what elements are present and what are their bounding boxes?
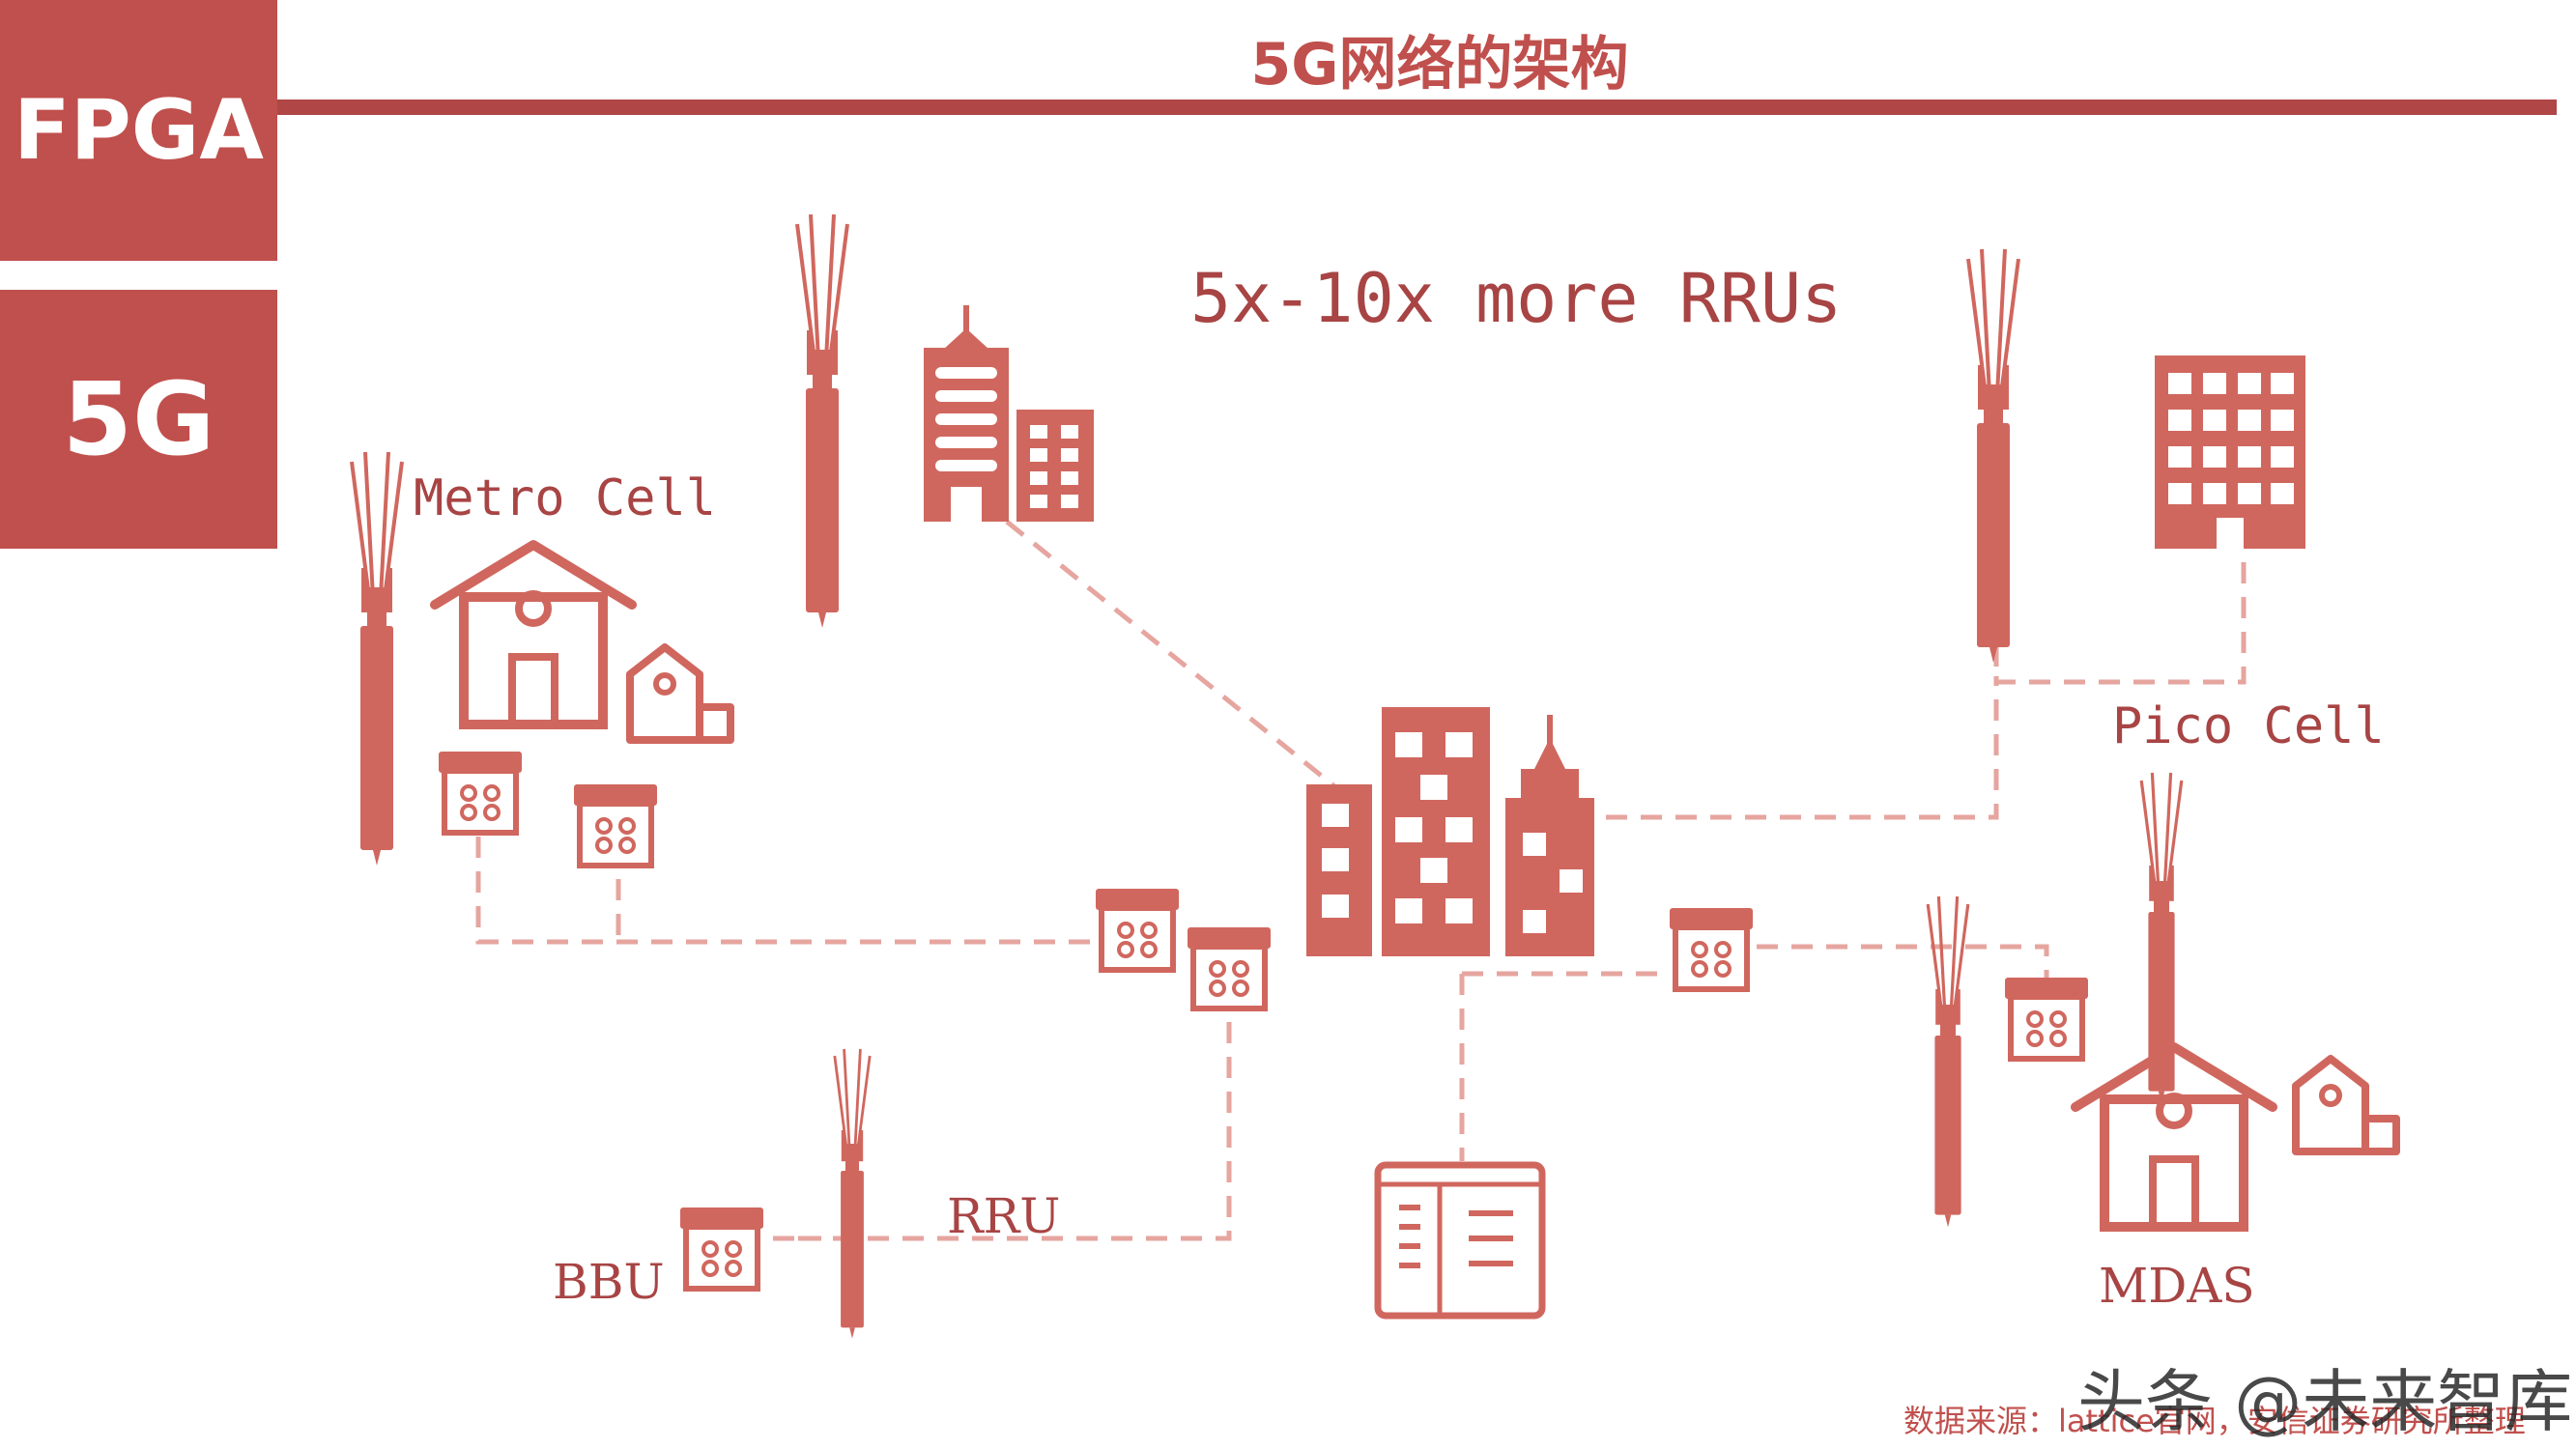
house-icon-metro bbox=[435, 545, 632, 724]
rru-box-icon-metro-a bbox=[439, 752, 522, 833]
watermark: 头条 @未来智库 bbox=[2077, 1362, 2573, 1441]
small-house-icon-mdas bbox=[2296, 1059, 2396, 1151]
rru-box-icon-metro-b bbox=[574, 784, 657, 866]
link-hub-pico-tower bbox=[1606, 676, 1999, 820]
rru-box-icon-hub-a bbox=[1096, 889, 1179, 970]
link-rru-fronthaul bbox=[790, 1022, 1232, 1241]
5g-badge: 5G bbox=[0, 290, 277, 549]
link-skyscraper-hub bbox=[1005, 520, 1341, 792]
link-rru-mdas bbox=[1757, 944, 2049, 978]
title-divider bbox=[277, 99, 2557, 115]
page-title: 5G网络的架构 bbox=[1250, 31, 1629, 99]
rru-box-icon-mdas bbox=[2005, 978, 2088, 1059]
hub-building-icon bbox=[1306, 707, 1594, 956]
small-house-icon-metro bbox=[630, 647, 730, 740]
skyscraper-icon bbox=[924, 305, 1094, 522]
fpga-badge-label: FPGA bbox=[14, 82, 264, 179]
tower-icon-pico bbox=[1966, 247, 2020, 665]
rru-box-icon-hub-right bbox=[1670, 908, 1753, 989]
5g-badge-label: 5G bbox=[62, 360, 215, 478]
rru-label: RRU bbox=[947, 1188, 1061, 1244]
metro-cell-label: Metro Cell bbox=[414, 469, 717, 527]
fpga-badge: FPGA bbox=[0, 0, 277, 261]
mdas-label: MDAS bbox=[2099, 1258, 2255, 1314]
link-pico-building bbox=[1993, 529, 2247, 685]
bbu-box-icon bbox=[680, 1208, 763, 1289]
link-metro-rru-a bbox=[475, 837, 1106, 945]
pico-cell-label: Pico Cell bbox=[2112, 697, 2385, 755]
tower-icon-bbu bbox=[833, 1047, 872, 1340]
server-cabinet-icon bbox=[1374, 1161, 1546, 1320]
tower-icon-metro bbox=[350, 450, 404, 867]
rru-box-icon-hub-b bbox=[1188, 927, 1271, 1009]
headline-label: 5x-10x more RRUs bbox=[1190, 259, 1843, 338]
bbu-label: BBU bbox=[553, 1254, 665, 1310]
office-building-icon bbox=[2155, 355, 2305, 549]
source-note: 数据来源：lattice官网，安信证券研究所整理 bbox=[1903, 1403, 2526, 1439]
tower-icon-top bbox=[795, 213, 849, 630]
